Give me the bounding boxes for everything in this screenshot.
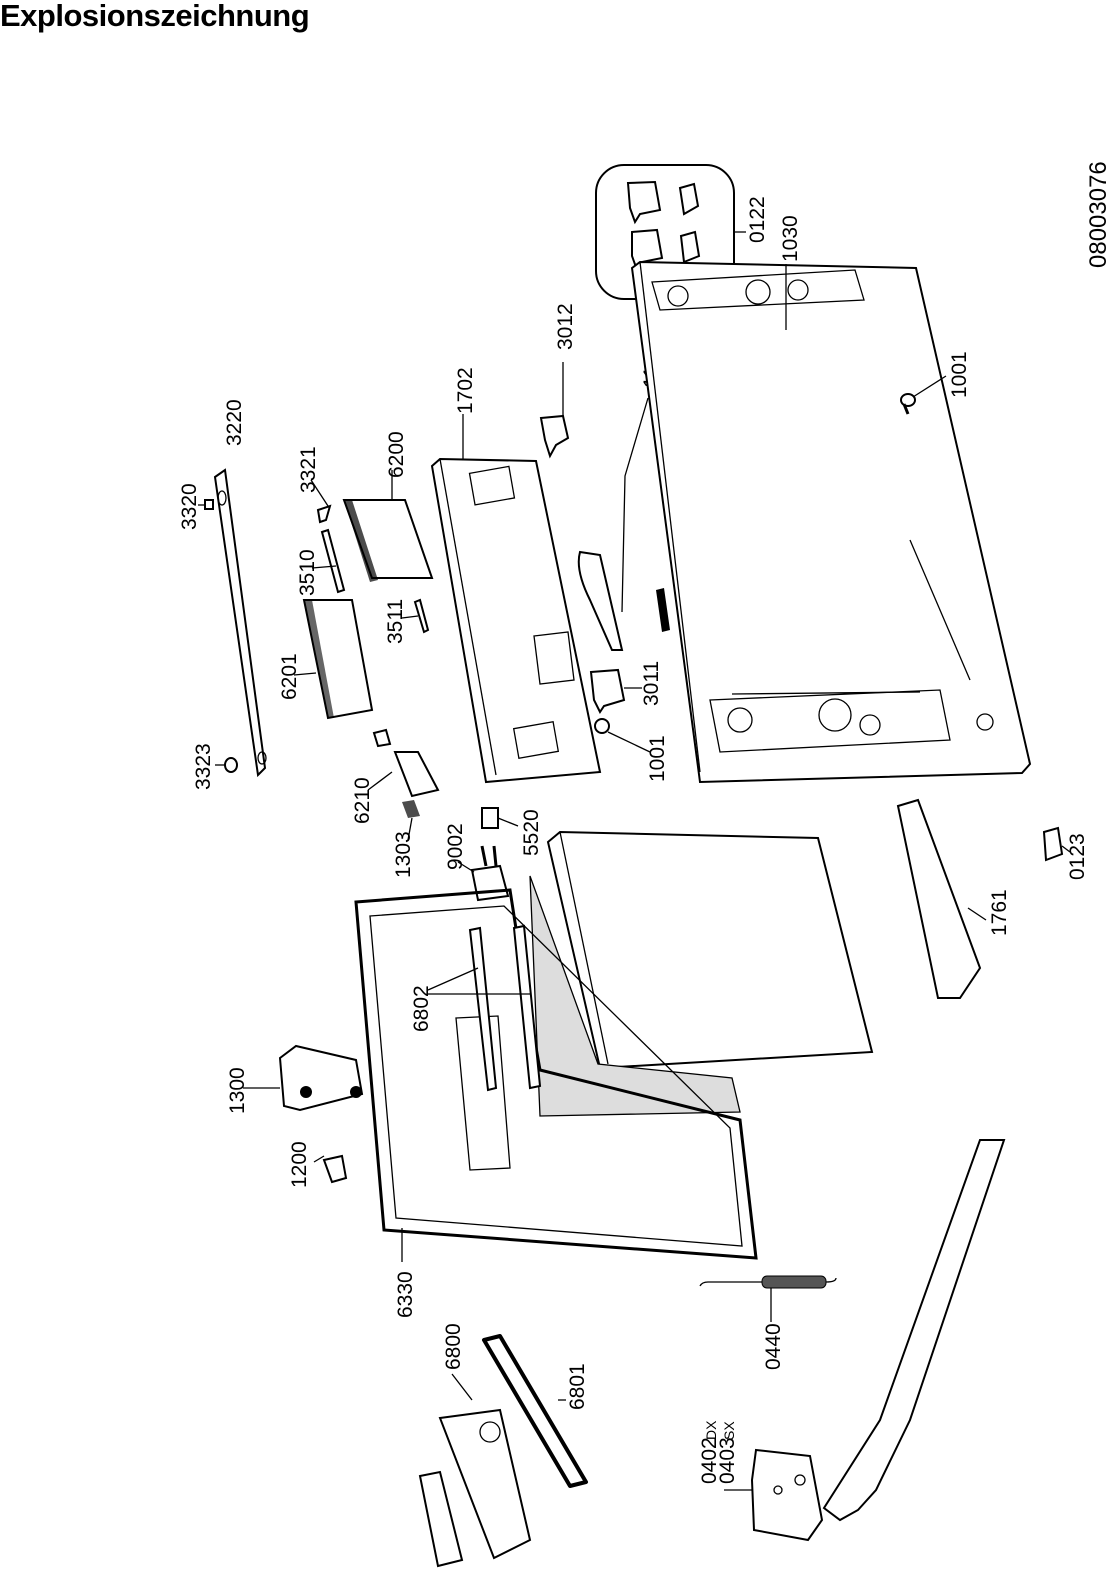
part-0440-spring[interactable] bbox=[699, 1275, 837, 1322]
part-3321[interactable] bbox=[310, 479, 332, 524]
label-6802: 6802 bbox=[410, 985, 433, 1032]
label-1761: 1761 bbox=[988, 889, 1011, 936]
label-1303: 1303 bbox=[392, 831, 415, 878]
label-1001-bottom: 1001 bbox=[646, 735, 669, 782]
label-3511: 3511 bbox=[384, 599, 407, 644]
part-1001-knob[interactable] bbox=[594, 718, 651, 753]
part-1303[interactable] bbox=[402, 800, 420, 841]
part-1300-hinge[interactable] bbox=[243, 1044, 364, 1112]
part-1001-screw[interactable] bbox=[900, 375, 947, 415]
label-0403-suffix: SX bbox=[721, 1421, 737, 1440]
label-3323: 3323 bbox=[192, 743, 215, 790]
label-5520: 5520 bbox=[520, 809, 543, 856]
label-6330: 1200 bbox=[288, 1141, 311, 1188]
label-6210: 6210 bbox=[351, 777, 374, 824]
label-0402: 0402 bbox=[698, 1437, 721, 1484]
label-1702: 1702 bbox=[454, 367, 477, 414]
label-1200: 6330 bbox=[394, 1271, 417, 1318]
part-6330[interactable] bbox=[313, 1154, 348, 1184]
part-6201-box[interactable] bbox=[293, 599, 374, 720]
label-0123: 0123 bbox=[1066, 833, 1089, 880]
part-3510[interactable] bbox=[311, 528, 346, 594]
part-3011[interactable] bbox=[589, 668, 642, 714]
label-1300: 1300 bbox=[226, 1067, 249, 1114]
part-3012[interactable] bbox=[539, 362, 570, 459]
label-9002: 9002 bbox=[444, 823, 467, 870]
page-title: Explosionszeichnung bbox=[0, 0, 310, 33]
label-3321: 3321 bbox=[297, 446, 320, 493]
part-1100[interactable] bbox=[577, 397, 649, 651]
part-6210[interactable] bbox=[367, 728, 440, 798]
label-0402-suffix: DX bbox=[703, 1420, 719, 1440]
label-6800: 6800 bbox=[442, 1323, 465, 1370]
label-1001-top: 1001 bbox=[948, 351, 971, 398]
part-6801-gasket[interactable] bbox=[482, 1334, 588, 1488]
part-3220-strip[interactable] bbox=[213, 468, 267, 778]
label-6201: 6201 bbox=[278, 653, 301, 700]
part-0123[interactable] bbox=[1042, 826, 1071, 862]
part-3320[interactable] bbox=[198, 499, 214, 510]
label-0403: 0403 bbox=[716, 1437, 739, 1484]
part-1761-rail[interactable] bbox=[896, 798, 987, 999]
drawing-number: 08003076 bbox=[1085, 161, 1108, 268]
label-6801: 6801 bbox=[566, 1363, 589, 1410]
part-0402-0403-hinge-arm[interactable] bbox=[724, 1139, 1006, 1542]
part-1702-control-panel[interactable] bbox=[430, 414, 602, 784]
label-6200: 6200 bbox=[385, 431, 408, 478]
label-0122: 0122 bbox=[746, 196, 769, 243]
part-door-insulation[interactable] bbox=[529, 830, 874, 1117]
part-3323[interactable] bbox=[215, 757, 238, 773]
label-3011: 3011 bbox=[640, 661, 663, 706]
part-1030-panel[interactable] bbox=[630, 260, 1032, 784]
label-3320: 3320 bbox=[178, 483, 201, 530]
label-0440: 0440 bbox=[762, 1323, 785, 1370]
part-6200[interactable] bbox=[342, 470, 434, 582]
label-1030: 1030 bbox=[779, 215, 802, 262]
part-5520[interactable] bbox=[481, 807, 519, 829]
label-3220: 3220 bbox=[223, 399, 246, 446]
part-3511[interactable] bbox=[401, 598, 430, 634]
label-3510: 3510 bbox=[296, 549, 319, 596]
label-3012: 3012 bbox=[554, 303, 577, 350]
part-6800-dispenser[interactable] bbox=[418, 1373, 532, 1568]
part-6802-brackets[interactable] bbox=[427, 924, 542, 1092]
